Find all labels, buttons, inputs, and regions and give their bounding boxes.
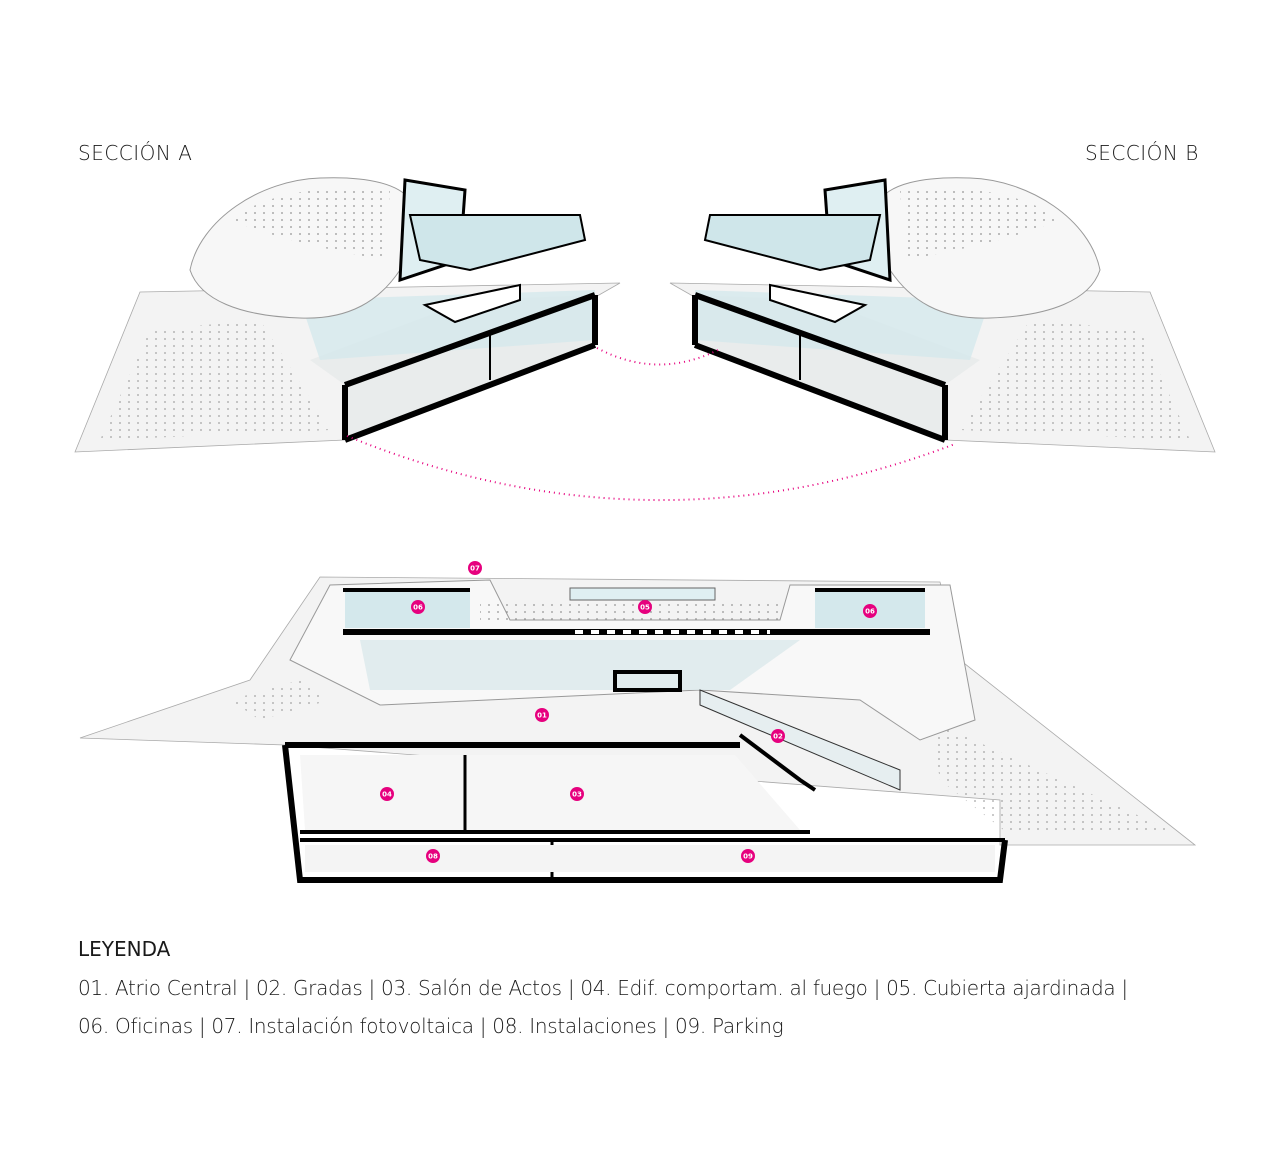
connector-dotted-small <box>596 347 719 366</box>
svg-text:07: 07 <box>470 565 480 573</box>
marker-09: 09 <box>741 849 755 863</box>
svg-text:08: 08 <box>428 853 438 861</box>
marker-06-right: 06 <box>863 604 877 618</box>
svg-text:01: 01 <box>537 712 547 720</box>
svg-text:05: 05 <box>640 604 650 612</box>
svg-text:04: 04 <box>382 791 392 799</box>
legend-line-1: 01. Atrio Central | 02. Gradas | 03. Sal… <box>78 976 1128 1000</box>
section-a-drawing <box>75 178 620 452</box>
svg-text:03: 03 <box>572 791 582 799</box>
section-a-title: SECCIÓN A <box>78 141 193 165</box>
marker-04: 04 <box>380 787 394 801</box>
svg-text:06: 06 <box>865 608 875 616</box>
section-b-drawing <box>670 178 1215 452</box>
marker-08: 08 <box>426 849 440 863</box>
svg-text:06: 06 <box>413 604 423 612</box>
marker-06-left: 06 <box>411 600 425 614</box>
marker-05: 05 <box>638 600 652 614</box>
combined-section-drawing <box>79 576 1197 883</box>
marker-01: 01 <box>535 708 549 722</box>
svg-text:09: 09 <box>743 853 753 861</box>
marker-02: 02 <box>771 729 785 743</box>
legend-line-2: 06. Oficinas | 07. Instalación fotovolta… <box>78 1014 784 1038</box>
section-b-title: SECCIÓN B <box>1085 141 1199 165</box>
legend-title: LEYENDA <box>78 937 171 961</box>
svg-text:02: 02 <box>773 733 783 741</box>
marker-03: 03 <box>570 787 584 801</box>
connector-dotted-large <box>346 435 956 501</box>
marker-07: 07 <box>468 561 482 575</box>
